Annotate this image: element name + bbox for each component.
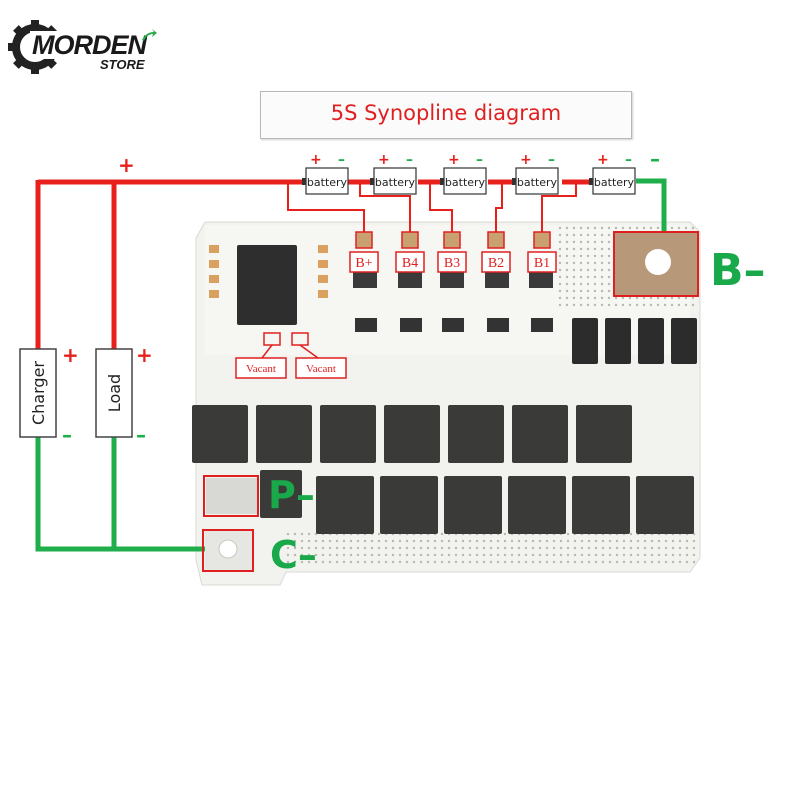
pad-label: B1 <box>534 256 550 271</box>
battery-terminal <box>440 178 444 185</box>
balance-wires <box>287 182 577 232</box>
battery-label: battery <box>375 176 416 189</box>
load-minus-sign: – <box>136 423 146 447</box>
battery-minus-sign: – <box>548 152 555 168</box>
battery-plus-sign: + <box>448 152 460 168</box>
battery-minus-sign: – <box>338 152 345 168</box>
pad-marker <box>401 231 419 249</box>
charger-label: Charger <box>29 361 48 425</box>
b-minus-hole <box>645 249 671 275</box>
mosfet <box>512 405 568 463</box>
battery-label: battery <box>594 176 635 189</box>
chain-minus-sign: – <box>650 147 660 171</box>
battery-plus-sign: + <box>378 152 390 168</box>
load-plus-sign: + <box>136 343 153 367</box>
bms-ic-chip <box>237 245 297 325</box>
battery-minus-sign: – <box>406 152 413 168</box>
terminal-markers <box>202 231 699 572</box>
battery-chain: battery+–battery+–battery+–battery+–batt… <box>302 147 660 195</box>
pad-marker <box>533 231 551 249</box>
battery-cell <box>373 167 417 195</box>
charger-minus-sign: – <box>62 423 72 447</box>
pad-marker <box>487 231 505 249</box>
mosfet <box>508 476 566 534</box>
pad-marker <box>355 231 373 249</box>
mosfet <box>576 405 632 463</box>
shunt-resistors <box>572 318 697 364</box>
battery-terminal <box>302 178 306 185</box>
battery-minus-sign: – <box>625 152 632 168</box>
c-minus-hole <box>218 539 238 559</box>
mosfet <box>636 476 694 534</box>
battery-minus-sign: – <box>476 152 483 168</box>
battery-cell <box>592 167 636 195</box>
vacant-label: Vacant <box>306 363 336 375</box>
c-minus-label: C– <box>270 533 317 577</box>
battery-terminal <box>589 178 593 185</box>
p-minus-pad <box>206 478 258 514</box>
charger-box <box>19 348 57 438</box>
mosfet <box>380 476 438 534</box>
battery-label: battery <box>307 176 348 189</box>
mosfet <box>384 405 440 463</box>
pad-label-box <box>527 251 557 273</box>
battery-plus-sign: + <box>310 152 322 168</box>
logo-subtext: STORE <box>100 57 145 72</box>
battery-label: battery <box>517 176 558 189</box>
pad-label-box <box>481 251 511 273</box>
pad-label: B3 <box>444 256 460 271</box>
mosfet <box>320 405 376 463</box>
logo-text: MORDEN <box>30 30 148 60</box>
main-plus-sign: + <box>118 153 135 177</box>
charger-plus-sign: + <box>62 343 79 367</box>
load-label: Load <box>105 374 124 412</box>
logo-arrow-icon <box>142 29 157 41</box>
pad-label: B+ <box>355 256 372 271</box>
battery-terminal <box>370 178 374 185</box>
b-minus-label: B– <box>710 245 766 296</box>
mosfet <box>260 470 302 518</box>
pad-label-box <box>395 251 425 273</box>
diagram-title-box: 5S Synopline diagram <box>260 91 632 139</box>
negative-wires <box>35 178 667 552</box>
battery-terminal <box>512 178 516 185</box>
mosfet <box>256 405 312 463</box>
pcb-board <box>192 221 701 586</box>
pad-label: B4 <box>402 256 418 271</box>
pad-marker <box>443 231 461 249</box>
diagram-title: 5S Synopline diagram <box>330 101 562 125</box>
battery-plus-sign: + <box>597 152 609 168</box>
pad-label-box <box>349 251 379 273</box>
mosfet <box>316 476 374 534</box>
battery-plus-sign: + <box>520 152 532 168</box>
mosfet <box>572 476 630 534</box>
pad-label: B2 <box>488 256 504 271</box>
pad-label-box <box>437 251 467 273</box>
vacant-markers <box>235 332 347 379</box>
battery-label: battery <box>445 176 486 189</box>
p-minus-label: P– <box>268 473 315 517</box>
mosfet <box>444 476 502 534</box>
load-box <box>95 348 133 438</box>
vacant-label: Vacant <box>246 363 276 375</box>
mosfet <box>192 405 248 463</box>
battery-cell <box>305 167 349 195</box>
mosfet <box>448 405 504 463</box>
